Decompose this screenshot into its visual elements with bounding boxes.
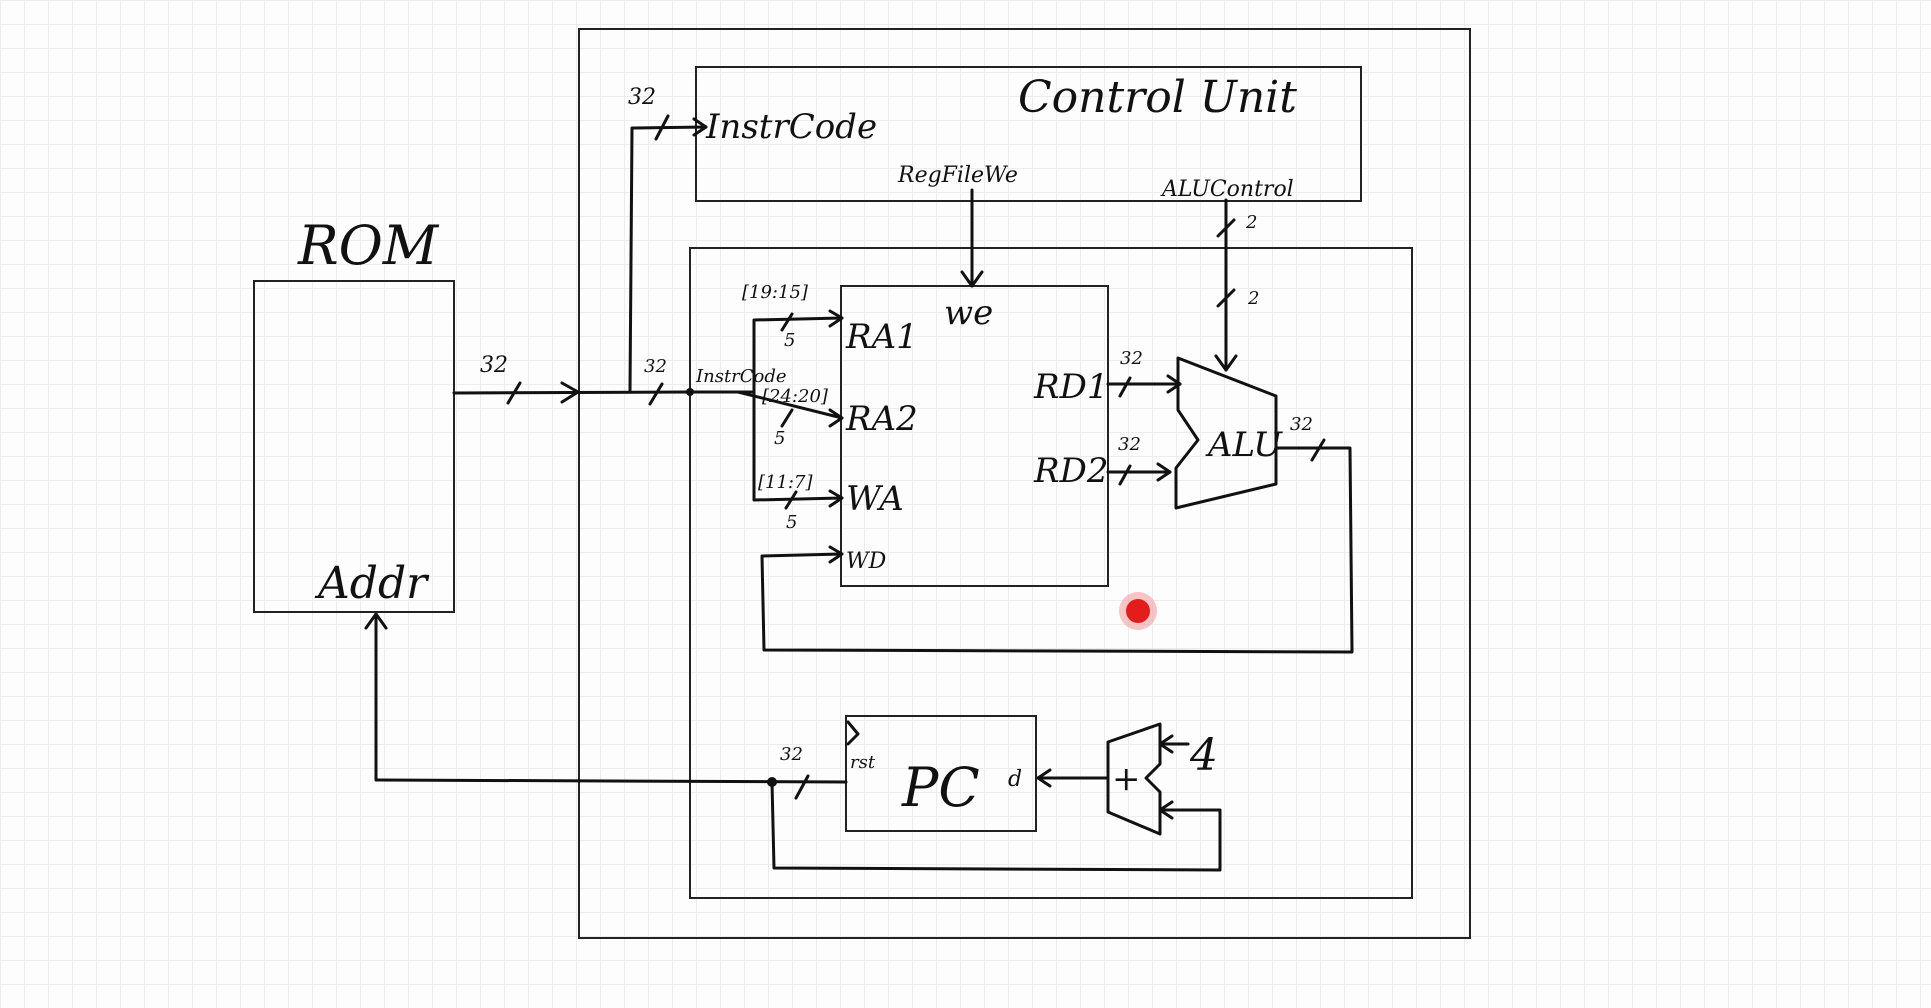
pc-to-rom-addr-arrow — [364, 612, 388, 630]
regfile-rd1: RD1 — [1033, 367, 1109, 407]
control-unit-input-width: 32 — [628, 85, 656, 110]
instr-to-control-arrow — [692, 117, 708, 137]
alu-block — [1174, 356, 1278, 510]
regfile-port-ra1: RA1 — [845, 317, 918, 357]
rom-addr-port: Addr — [314, 558, 430, 609]
datapath-box — [689, 247, 1413, 899]
pc-adder-block — [1106, 722, 1162, 836]
pc-d-port: d — [1008, 767, 1022, 792]
ra1-width: 5 — [784, 330, 795, 351]
pc-rst-port: rst — [850, 752, 876, 773]
register-file-box — [840, 285, 1109, 587]
rd1-width: 32 — [1120, 348, 1143, 369]
alu-control-slash-lower — [1216, 288, 1236, 308]
alu-control-slash-upper — [1216, 218, 1236, 238]
pc-output-width: 32 — [780, 744, 803, 765]
alu-control-width-lower: 2 — [1247, 288, 1259, 309]
wa-wire — [752, 390, 844, 502]
regfile-port-ra2: RA2 — [845, 399, 918, 439]
alu-output-slash — [1310, 438, 1326, 462]
alu-control-arrow — [1214, 354, 1238, 372]
wa-width: 5 — [786, 512, 797, 533]
instrcode-bus-width: 32 — [644, 356, 667, 377]
alu-output-width: 32 — [1290, 414, 1313, 435]
instrcode-bus-slash — [648, 382, 664, 406]
regfile-we-port: we — [944, 293, 993, 333]
rom-bus-width: 32 — [480, 353, 508, 378]
ra2-arrow — [828, 408, 844, 428]
pc-to-rom-addr-wire — [374, 612, 848, 784]
pc-label: PC — [901, 756, 980, 819]
pc-feedback-wire — [770, 780, 1222, 872]
pc-box — [845, 715, 1037, 832]
ra1-field-bits: [19:15] — [742, 282, 809, 303]
instrcode-bus-label: InstrCode — [695, 366, 787, 387]
ra1-arrow — [828, 309, 844, 328]
pc-adder-symbol: + — [1112, 759, 1141, 799]
regfile-rd2: RD2 — [1033, 451, 1109, 491]
alu-writeback-wire — [760, 446, 1354, 654]
rd1-to-alu-arrow — [1166, 374, 1182, 394]
rom-output-bus — [452, 390, 692, 395]
regfile-we-arrow — [960, 270, 984, 288]
cpu-outer-box — [578, 28, 1471, 939]
wa-field-bits: [11:7] — [758, 472, 813, 493]
rd2-to-alu-arrow — [1156, 462, 1172, 482]
ra1-slash — [780, 312, 794, 332]
alu-control-signal: ALUControl — [1160, 177, 1294, 202]
pc-increment-arrow — [1158, 734, 1174, 754]
adder-to-pc-arrow — [1036, 768, 1052, 788]
ra2-field-bits: [24:20] — [762, 386, 829, 407]
wa-arrow — [828, 489, 844, 508]
rom-title: ROM — [297, 214, 440, 277]
regfile-port-wd: WD — [846, 549, 887, 574]
regfile-port-wa: WA — [846, 479, 904, 519]
recording-indicator — [1126, 599, 1150, 623]
rd2-width: 32 — [1118, 434, 1141, 455]
rom-bus-slash — [506, 381, 522, 405]
pc-increment-constant: 4 — [1189, 730, 1218, 781]
alu-label: ALU — [1205, 425, 1283, 465]
alu-writeback-arrow — [828, 545, 844, 564]
rd1-slash — [1118, 376, 1132, 398]
rom-box — [253, 280, 455, 613]
ra2-width: 5 — [774, 428, 785, 449]
ra1-wire — [752, 316, 844, 394]
alu-control-width-upper: 2 — [1245, 212, 1257, 233]
instr-to-control-wire — [628, 125, 708, 394]
instr-to-control-slash — [654, 114, 670, 141]
rom-bus-arrow — [560, 381, 580, 404]
ra2-slash — [780, 408, 794, 428]
control-unit-title: Control Unit — [1018, 72, 1297, 123]
wa-slash — [784, 490, 798, 510]
rd2-slash — [1118, 464, 1132, 486]
control-unit-instrcode-port: InstrCode — [705, 107, 877, 147]
pc-clock-triangle — [846, 720, 860, 746]
regfile-we-signal: RegFileWe — [897, 163, 1018, 188]
pc-output-slash — [794, 774, 810, 800]
